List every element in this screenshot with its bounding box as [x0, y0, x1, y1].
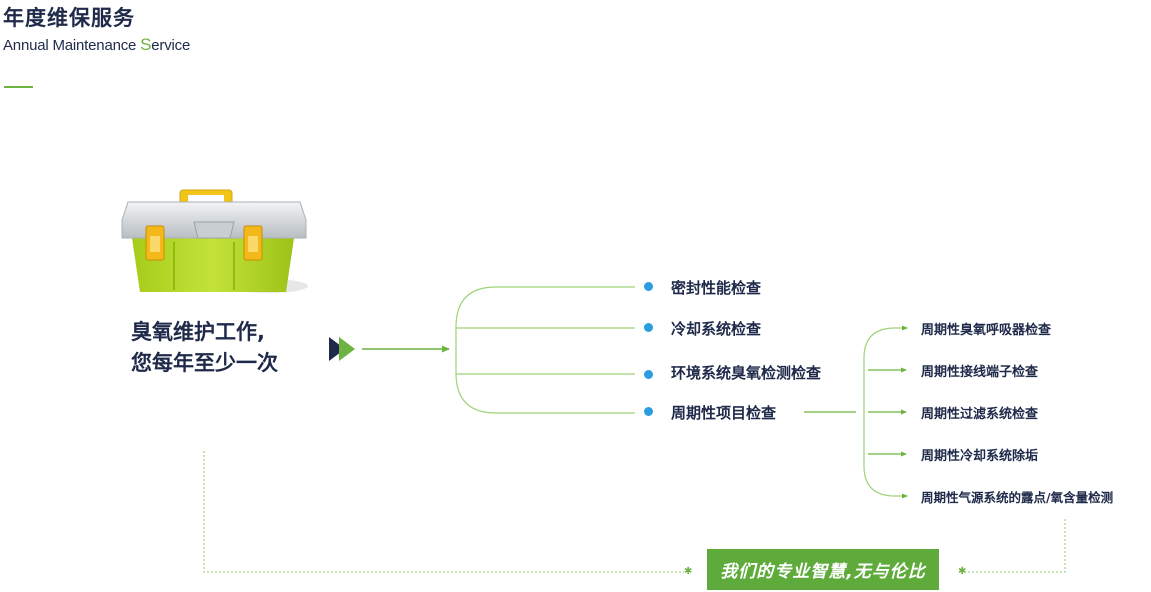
asterisk-icon: ✱	[958, 566, 966, 577]
bullet-dot-icon	[644, 407, 653, 416]
bullet-dot-icon	[644, 370, 653, 379]
maintenance-statement: 臭氧维护工作, 您每年至少一次	[131, 317, 278, 379]
check-item-periodic: 周期性项目检查	[671, 402, 776, 423]
periodic-item-filter: 周期性过滤系统检查	[921, 403, 1038, 422]
periodic-item-dewpoint: 周期性气源系统的露点/氧含量检测	[921, 487, 1113, 506]
level1-bracket	[456, 287, 635, 413]
slogan-banner: 我们的专业智慧,无与伦比	[707, 549, 939, 590]
statement-line-1: 臭氧维护工作,	[131, 317, 278, 348]
statement-line-2: 您每年至少一次	[131, 348, 278, 379]
bullet-dot-icon	[644, 282, 653, 291]
slogan-text: 我们的专业智慧,无与伦比	[720, 557, 925, 582]
check-item-seal: 密封性能检查	[671, 277, 761, 298]
periodic-item-descaling: 周期性冷却系统除垢	[921, 445, 1038, 464]
periodic-item-respirator: 周期性臭氧呼吸器检查	[921, 319, 1051, 338]
check-item-cooling: 冷却系统检查	[671, 318, 761, 339]
toolbox-icon	[118, 186, 310, 296]
asterisk-icon: ✱	[684, 566, 692, 577]
check-item-environment: 环境系统臭氧检测检查	[671, 362, 821, 383]
bullet-dot-icon	[644, 323, 653, 332]
level2-arrows	[868, 328, 907, 496]
periodic-item-terminals: 周期性接线端子检查	[921, 361, 1038, 380]
double-chevron-icon	[329, 337, 355, 361]
